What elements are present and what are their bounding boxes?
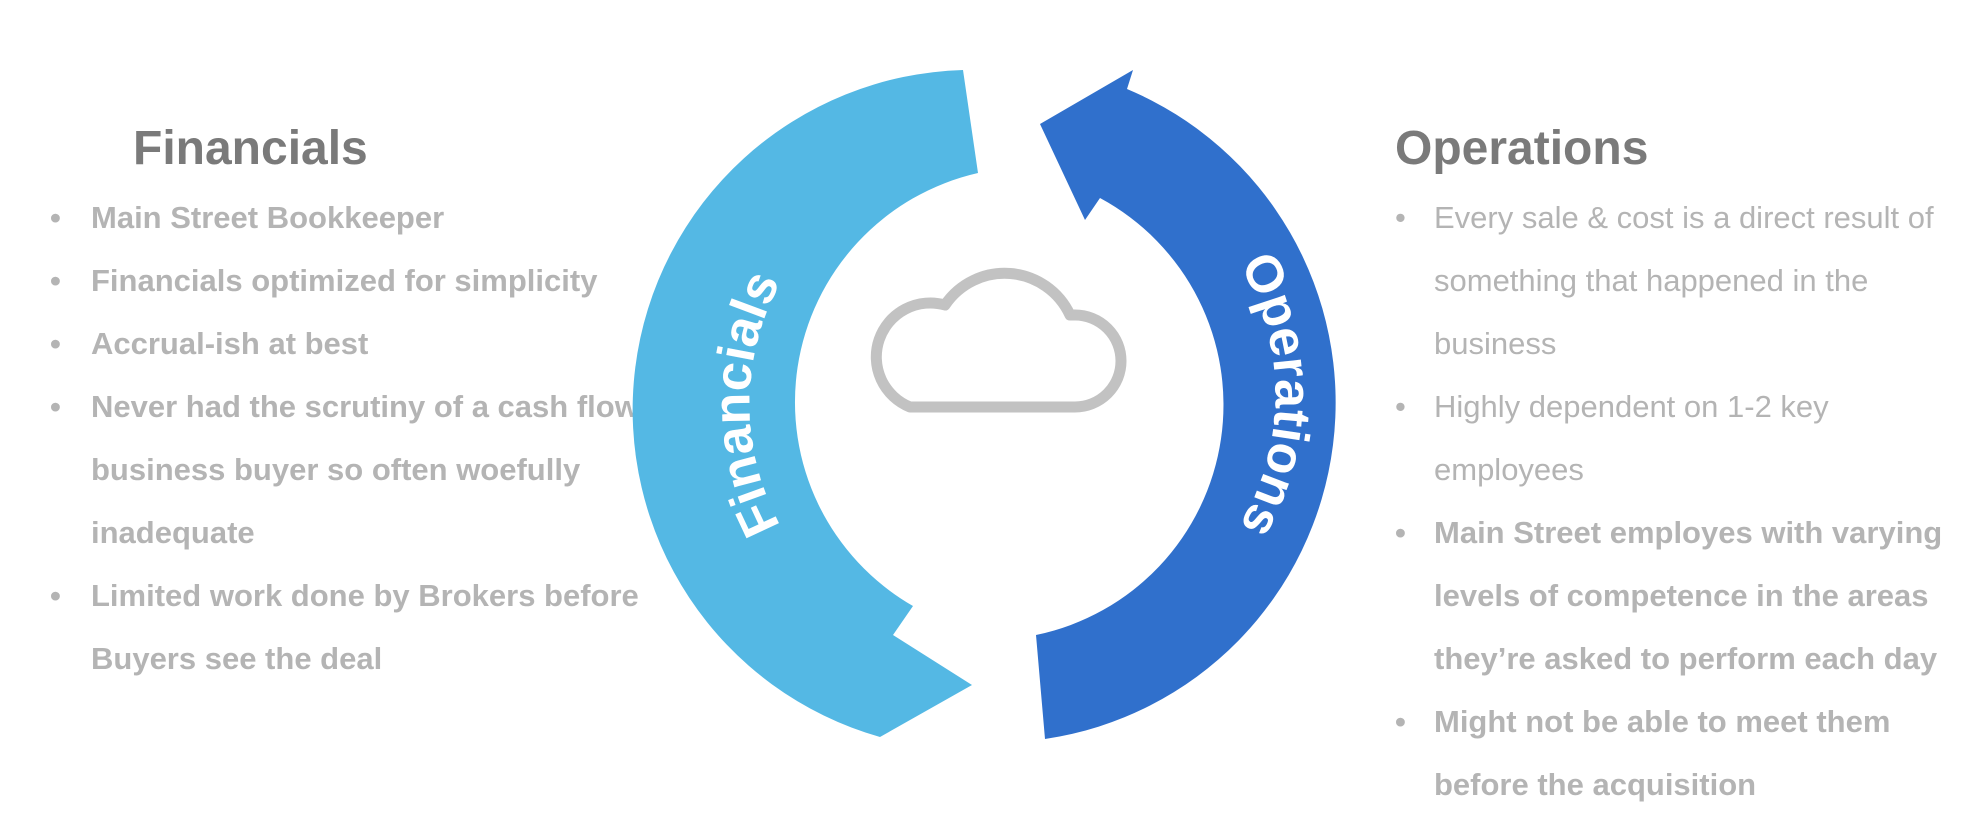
operations-bullet-2: Highly dependent on 1-2 key employees [1395,375,1985,501]
operations-arrow-body [1036,70,1336,739]
operations-bullet-4: Might not be able to meet them before th… [1395,690,1985,816]
financials-panel: Financials Main Street Bookkeeper Financ… [50,120,650,690]
financials-bullet-list: Main Street Bookkeeper Financials optimi… [50,186,650,690]
operations-bullet-3: Main Street employes with varying levels… [1395,501,1985,690]
financials-bullet-4: Never had the scrutiny of a cash flow bu… [50,375,650,564]
financials-heading: Financials [133,122,368,175]
operations-panel: Operations Every sale & cost is a direct… [1395,120,1985,816]
financials-arrow-body [632,70,978,737]
operations-arrow [1036,70,1336,739]
operations-bullet-list: Every sale & cost is a direct result of … [1395,186,1985,816]
financials-bullet-3: Accrual-ish at best [50,312,650,375]
financials-bullet-5: Limited work done by Brokers before Buye… [50,564,650,690]
operations-bullet-1: Every sale & cost is a direct result of … [1395,186,1985,375]
financials-bullet-2: Financials optimized for simplicity [50,249,650,312]
cloud-icon [870,267,1127,413]
cloud-outline [870,267,1127,413]
operations-heading: Operations [1395,122,1649,175]
financials-bullet-1: Main Street Bookkeeper [50,186,650,249]
financials-arrow [632,70,978,737]
